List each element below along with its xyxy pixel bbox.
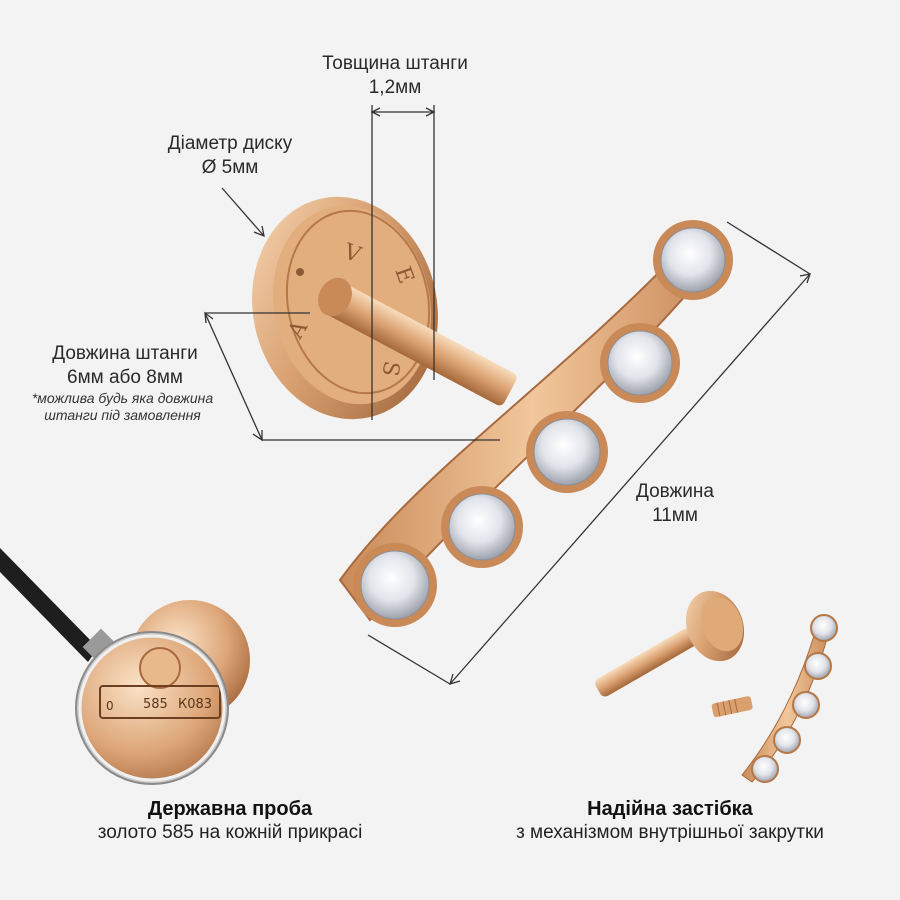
gem-1 [353,543,437,627]
clasp-detail [595,590,838,783]
gem-4 [600,323,680,403]
bar-thickness-label: Товщина штанги 1,2мм [285,52,505,100]
clasp-caption-subtitle: з механізмом внутрішньої закрутки [516,822,824,843]
hallmark-caption-subtitle: золото 585 на кожній прикрасі [97,822,363,843]
dimension-lines [204,105,811,685]
bar [327,283,517,406]
length-title: Довжина [636,481,714,502]
disc-diameter-title: Діаметр диску [167,133,293,154]
svg-text:S: S [376,359,403,378]
bar-thickness-value: 1,2мм [368,77,422,98]
bar-length-title: Довжина штанги [52,343,198,364]
bar-length-value: 6мм або 8мм [67,367,183,388]
clasp-caption-title: Надійна застібка [587,798,753,820]
hallmark-loupe [0,548,250,785]
bar-length-label: Довжина штанги 6мм або 8мм [20,342,230,390]
hallmark-caption-title: Державна проба [147,798,313,820]
bar-length-note-line2: штанги під замовлення [44,407,201,423]
bar-length-note-line1: *можлива будь яка довжина [31,390,214,406]
bar-thickness-title: Товщина штанги [322,53,468,74]
disc-diameter-label: Діаметр диску Ø 5мм [135,132,325,180]
stamp-mark: 585 [143,697,168,712]
stamp-code: К083 [178,697,212,712]
gem-5 [653,220,733,300]
gem-3 [526,411,608,493]
length-value: 11мм [652,505,698,526]
gem-2 [441,486,523,568]
earring-main: V E A S [252,196,733,627]
stamp-left: 0 [106,699,114,713]
bar-length-note: *можлива будь яка довжина штанги під зам… [0,390,245,424]
disc-diameter-value: Ø 5мм [201,157,259,178]
length-label: Довжина 11мм [610,480,740,528]
